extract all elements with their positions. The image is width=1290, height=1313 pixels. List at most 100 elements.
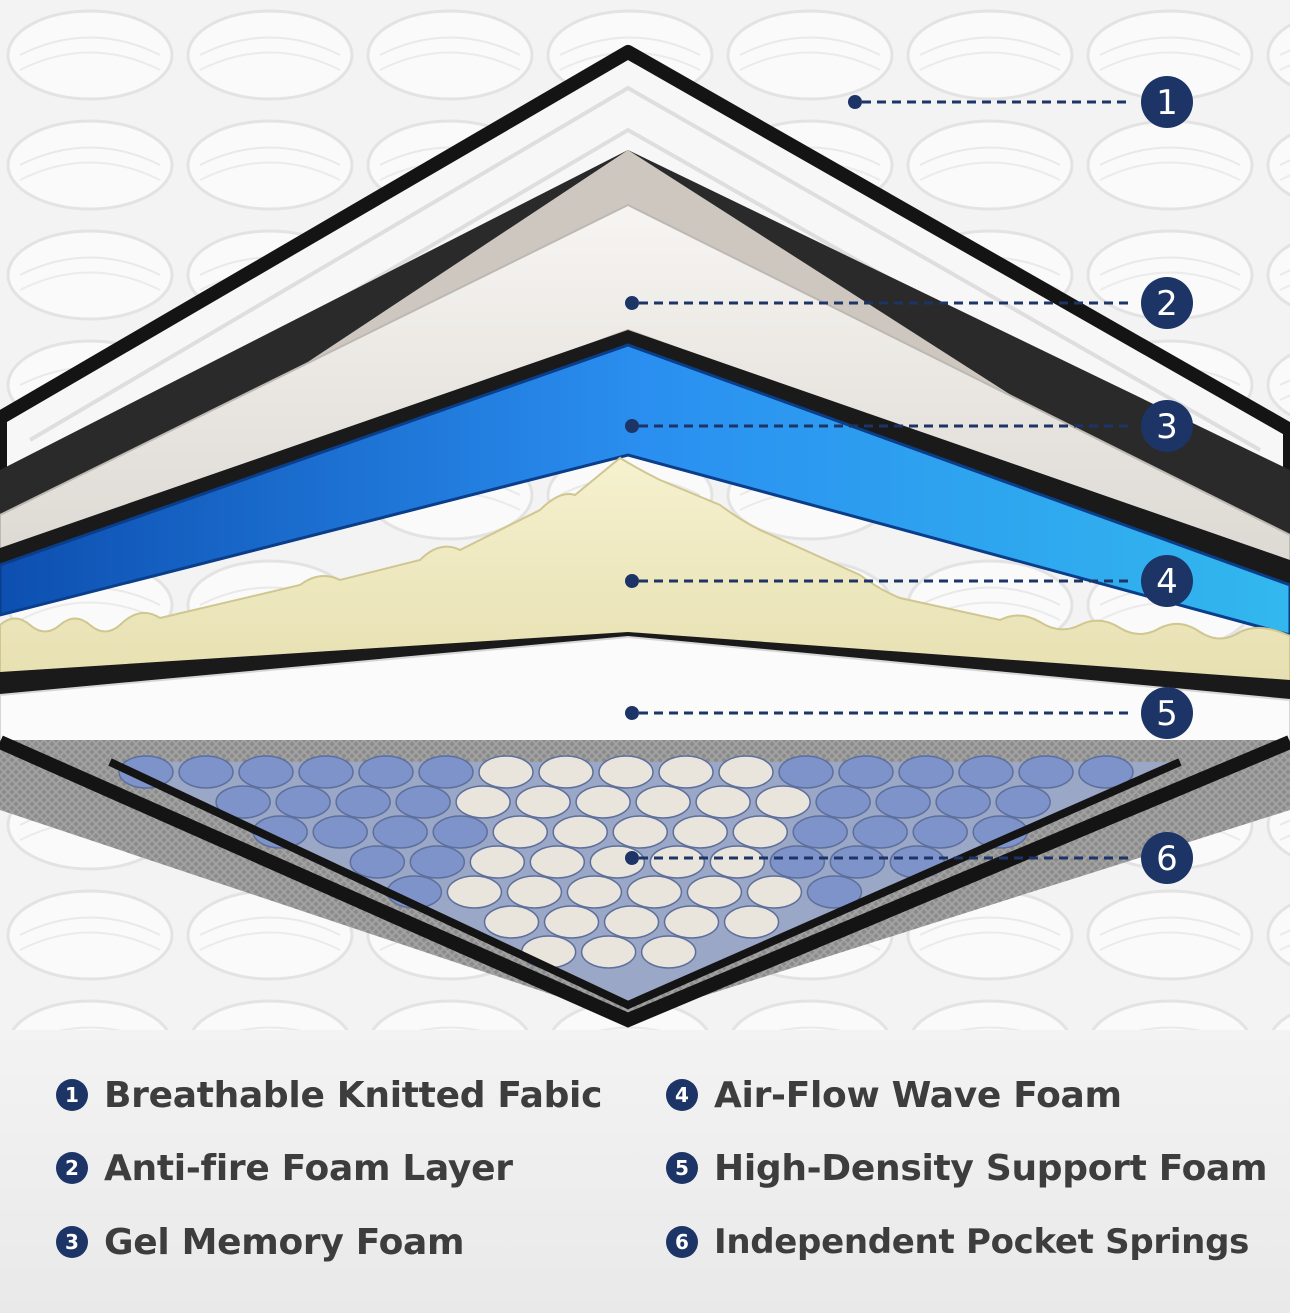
spring-coil xyxy=(598,755,654,789)
callout-6: 6 xyxy=(625,832,1193,884)
callout-3-dot xyxy=(625,419,639,433)
callout-4-badge xyxy=(1141,555,1193,607)
spring-coil xyxy=(455,785,511,819)
spring-coil xyxy=(575,785,631,819)
legend-item-2: 2 Anti-fire Foam Layer xyxy=(56,1143,513,1193)
spring-coil xyxy=(238,755,294,789)
layer-4-wave-foam xyxy=(0,456,1290,692)
mattress-layer-diagram: 1 2 3 4 5 6 xyxy=(0,0,1290,1030)
callout-6-badge xyxy=(1141,832,1193,884)
spring-coil xyxy=(298,755,354,789)
callout-5-badge xyxy=(1141,687,1193,739)
legend-number-3: 3 xyxy=(56,1226,88,1258)
callout-5-dot xyxy=(625,706,639,720)
spring-coil xyxy=(492,815,548,849)
callout-1: 1 xyxy=(848,76,1193,128)
legend-item-5: 5 High-Density Support Foam xyxy=(666,1143,1268,1193)
callout-3-number: 3 xyxy=(1156,407,1178,447)
legend-number-1: 1 xyxy=(56,1079,88,1111)
spring-coil xyxy=(506,875,563,909)
callout-4-number: 4 xyxy=(1156,562,1178,602)
spring-coil xyxy=(409,845,466,879)
callout-6-number: 6 xyxy=(1156,839,1178,879)
callout-5: 5 xyxy=(625,687,1193,739)
spring-coil xyxy=(349,845,406,879)
black-band-2 xyxy=(0,632,1290,712)
spring-coil xyxy=(469,845,526,879)
spring-coil xyxy=(312,815,368,849)
spring-coil xyxy=(483,905,540,939)
spring-coil xyxy=(658,755,714,789)
callout-2-number: 2 xyxy=(1156,284,1178,324)
spring-coil xyxy=(418,755,474,789)
spring-coil xyxy=(755,785,811,819)
legend-number-6: 6 xyxy=(666,1226,698,1258)
spring-coil xyxy=(672,815,728,849)
spring-coil xyxy=(446,875,503,909)
legend-number-5: 5 xyxy=(666,1152,698,1184)
legend-item-3: 3 Gel Memory Foam xyxy=(56,1217,465,1267)
spring-coil xyxy=(995,785,1051,819)
legend-item-6: 6 Independent Pocket Springs xyxy=(666,1217,1249,1267)
spring-coil xyxy=(478,755,534,789)
spring-coil xyxy=(580,935,637,969)
spring-coil xyxy=(432,815,488,849)
spring-coil xyxy=(852,815,908,849)
legend: 1 Breathable Knitted Fabic 2 Anti-fire F… xyxy=(0,1030,1290,1313)
spring-coil xyxy=(1018,755,1074,789)
layer-3-gel-memory-foam xyxy=(0,343,1290,637)
layer-5-support-foam xyxy=(0,635,1290,761)
spring-coil xyxy=(178,755,234,789)
spring-coil xyxy=(529,845,586,879)
layer-2-anti-fire-foam xyxy=(0,203,1290,572)
callout-1-number: 1 xyxy=(1156,83,1178,123)
spring-coil xyxy=(746,875,803,909)
spring-coil xyxy=(626,875,683,909)
legend-item-1: 1 Breathable Knitted Fabic xyxy=(56,1070,602,1120)
spring-coil xyxy=(875,785,931,819)
spring-coil xyxy=(912,815,968,849)
spring-coil xyxy=(515,785,571,819)
spring-coil xyxy=(603,905,660,939)
layer-6-inner-border xyxy=(108,758,1182,1010)
spring-coil xyxy=(635,785,691,819)
spring-coil xyxy=(640,935,697,969)
spring-coil xyxy=(898,755,954,789)
spring-coil xyxy=(1078,755,1134,789)
spring-coil xyxy=(663,905,720,939)
spring-coil xyxy=(372,815,428,849)
spring-coil xyxy=(695,785,751,819)
spring-coil xyxy=(118,755,174,789)
spring-coil xyxy=(709,845,766,879)
spring-coil xyxy=(732,815,788,849)
spring-coil xyxy=(335,785,391,819)
spring-coil xyxy=(552,815,608,849)
spring-coil xyxy=(769,845,826,879)
layer-1-knitted-fabric xyxy=(0,45,1290,527)
callout-4: 4 xyxy=(625,555,1193,607)
legend-number-2: 2 xyxy=(56,1152,88,1184)
spring-coil xyxy=(815,785,871,819)
callout-4-dot xyxy=(625,574,639,588)
spring-coil xyxy=(806,875,863,909)
spring-coil xyxy=(543,905,600,939)
legend-label-3: Gel Memory Foam xyxy=(104,1221,465,1263)
legend-label-4: Air-Flow Wave Foam xyxy=(714,1074,1122,1116)
callout-6-dot xyxy=(625,851,639,865)
spring-coil xyxy=(215,785,271,819)
spring-coil xyxy=(358,755,414,789)
callout-2: 2 xyxy=(625,277,1193,329)
legend-label-2: Anti-fire Foam Layer xyxy=(104,1147,513,1189)
spring-coil xyxy=(718,755,774,789)
legend-number-4: 4 xyxy=(666,1079,698,1111)
spring-coil xyxy=(829,845,886,879)
legend-item-4: 4 Air-Flow Wave Foam xyxy=(666,1070,1122,1120)
legend-label-1: Breathable Knitted Fabic xyxy=(104,1074,603,1116)
spring-coil xyxy=(792,815,848,849)
spring-coil xyxy=(649,845,706,879)
callout-1-dot xyxy=(848,95,862,109)
spring-coil xyxy=(612,815,668,849)
spring-coil xyxy=(686,875,743,909)
spring-coil xyxy=(538,755,594,789)
spring-coil xyxy=(958,755,1014,789)
